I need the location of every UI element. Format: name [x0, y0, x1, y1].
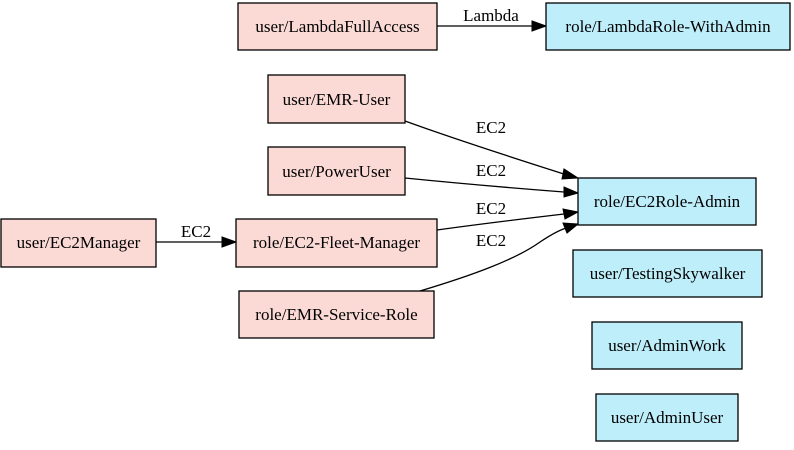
node-label-ec2-role-admin: role/EC2Role-Admin [594, 192, 741, 211]
edge-label-ec2-manager-ec2: EC2 [181, 222, 211, 241]
node-user-ec2-manager[interactable]: user/EC2Manager [0, 218, 157, 268]
node-label-power-user: user/PowerUser [282, 162, 391, 181]
edge-fleet-manager-to-ec2-role-admin: EC2 [436, 199, 580, 231]
node-role-ec2-fleet-manager[interactable]: role/EC2-Fleet-Manager [235, 218, 438, 268]
node-label-testing-skywalker: user/TestingSkywalker [590, 264, 746, 283]
node-role-emr-service-role[interactable]: role/EMR-Service-Role [238, 290, 435, 339]
edge-emr-user-to-ec2-role-admin: EC2 [404, 118, 580, 180]
edge-power-user-to-ec2-role-admin: EC2 [404, 161, 580, 198]
node-role-lambda-role-with-admin[interactable]: role/LambdaRole-WithAdmin [545, 2, 791, 51]
edge-ec2-manager-to-fleet-manager: EC2 [156, 222, 238, 248]
edge-label-lambda: Lambda [463, 6, 519, 25]
node-user-lambda-full-access[interactable]: user/LambdaFullAccess [237, 2, 438, 51]
edge-label-emr-service-ec2: EC2 [476, 231, 506, 250]
node-label-ec2-manager: user/EC2Manager [17, 233, 141, 252]
edge-label-fleet-manager-ec2: EC2 [476, 199, 506, 218]
edge-emr-service-role-to-ec2-role-admin: EC2 [419, 222, 580, 292]
edge-label-power-user-ec2: EC2 [476, 161, 506, 180]
node-user-admin-user[interactable]: user/AdminUser [595, 393, 739, 442]
edge-lambda-full-access-to-lambda-role: Lambda [437, 6, 548, 32]
node-label-emr-user: user/EMR-User [283, 90, 391, 109]
node-label-lambda-full-access: user/LambdaFullAccess [255, 17, 419, 36]
node-label-lambda-role-with-admin: role/LambdaRole-WithAdmin [565, 17, 771, 36]
node-label-admin-user: user/AdminUser [611, 408, 724, 427]
edge-label-emr-user-ec2: EC2 [476, 118, 506, 137]
node-label-emr-service-role: role/EMR-Service-Role [255, 305, 417, 324]
node-user-testing-skywalker[interactable]: user/TestingSkywalker [572, 249, 763, 298]
node-user-admin-work[interactable]: user/AdminWork [591, 321, 743, 370]
node-role-ec2-role-admin[interactable]: role/EC2Role-Admin [577, 177, 757, 226]
node-label-ec2-fleet-manager: role/EC2-Fleet-Manager [253, 233, 420, 252]
node-user-power-user[interactable]: user/PowerUser [267, 146, 406, 196]
node-label-admin-work: user/AdminWork [608, 336, 726, 355]
node-user-emr-user[interactable]: user/EMR-User [267, 74, 406, 124]
